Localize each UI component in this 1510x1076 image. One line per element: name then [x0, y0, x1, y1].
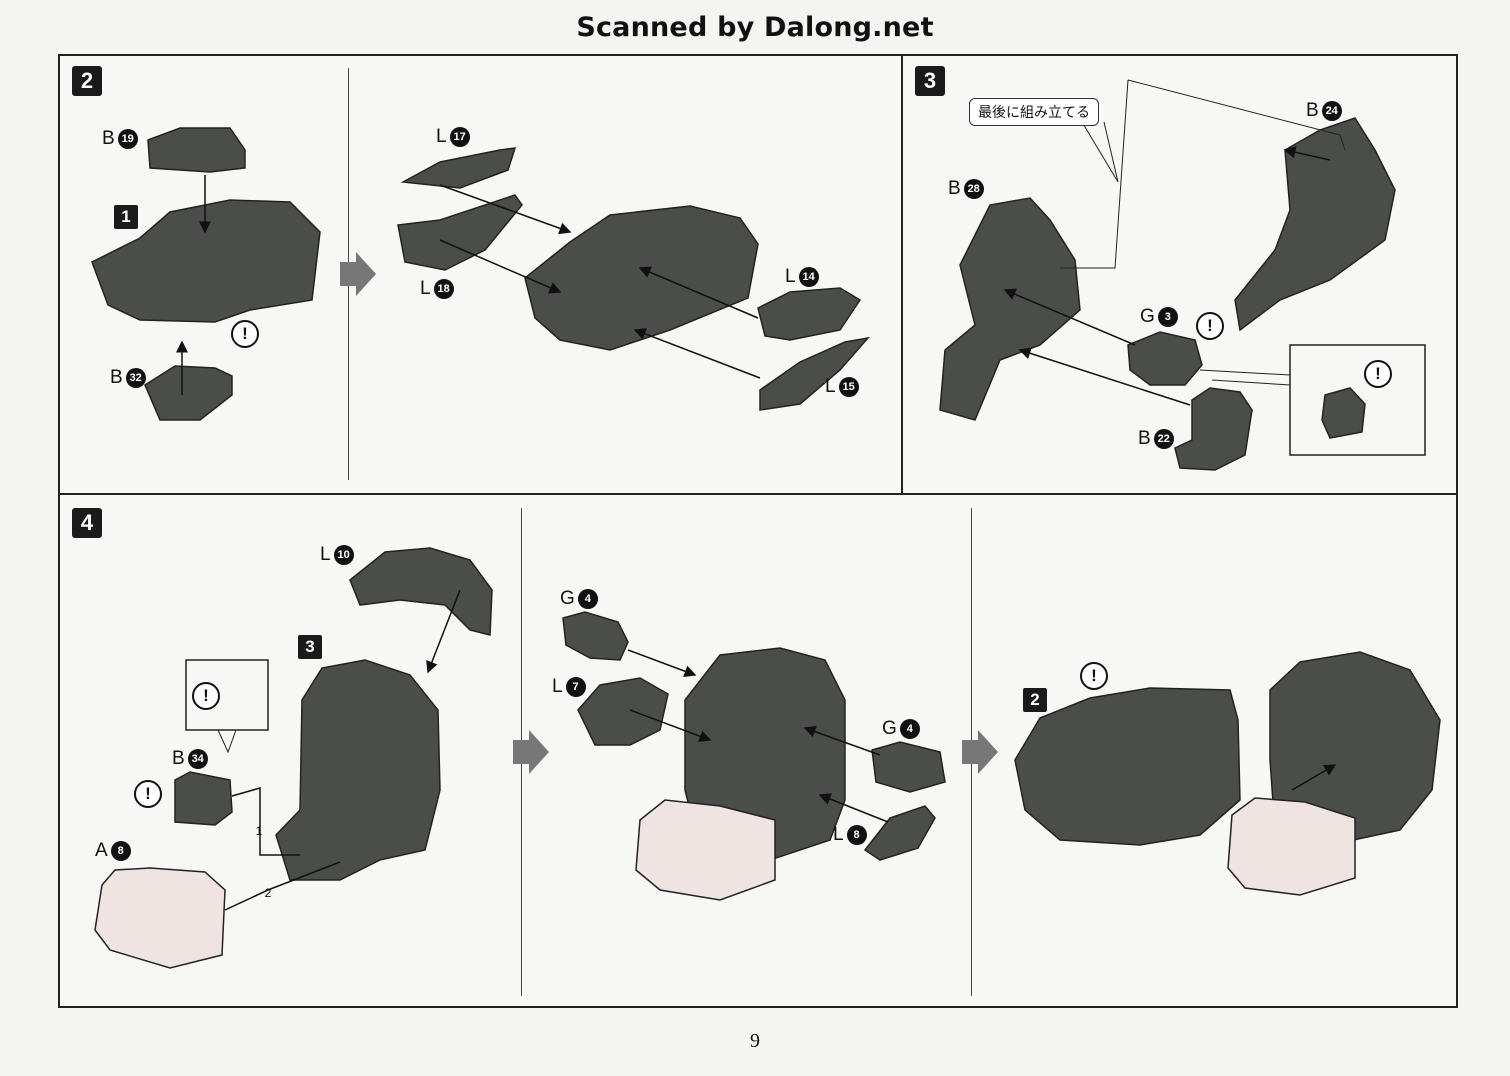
- scan-credit-header: Scanned by Dalong.net: [576, 12, 934, 43]
- warning-icon: !: [1080, 662, 1108, 690]
- part-l8-shape: [863, 805, 936, 861]
- page-number: 9: [750, 1030, 760, 1052]
- step-4-badge: 4: [72, 508, 102, 538]
- part-b32-shape: [144, 365, 233, 421]
- part-a8-final-shape: [1227, 797, 1356, 896]
- order-marker-2: 2: [264, 886, 272, 900]
- warning-icon: !: [231, 320, 259, 348]
- part-l14-shape: [757, 287, 862, 341]
- part-g4a-shape: [562, 611, 629, 661]
- subassembly-1-badge: 1: [114, 205, 138, 229]
- part-b34-shape: [174, 771, 233, 826]
- part-a8-shape: [94, 867, 226, 969]
- transition-arrow-step2: [340, 252, 376, 296]
- part-g3-shape: [1127, 331, 1203, 386]
- inset-callout-box: [1289, 344, 1426, 456]
- part-l10-shape: [349, 547, 493, 636]
- part-l18-shape: [397, 194, 523, 271]
- subassembly-2-badge: 2: [1023, 688, 1047, 712]
- warning-icon: !: [134, 780, 162, 808]
- part-l17-shape: [400, 147, 517, 189]
- part-l15-shape: [759, 336, 870, 411]
- part-b28-shape: [939, 197, 1081, 421]
- part-g4b-shape: [871, 741, 946, 793]
- inset-part-shape: [1321, 387, 1366, 439]
- part-b19-shape: [147, 127, 246, 173]
- step2-step3-divider: [901, 54, 903, 494]
- assembly-3-shape: [275, 659, 441, 881]
- transition-arrow-step4b: [962, 730, 998, 774]
- body-assembly-2-shape: [524, 205, 759, 351]
- part-l7-shape: [577, 677, 669, 746]
- warning-icon: !: [192, 682, 220, 710]
- body-assembly-shape: [91, 199, 321, 323]
- step-3-badge: 3: [915, 66, 945, 96]
- part-b22-shape: [1174, 387, 1253, 471]
- b34-inset-box: [185, 659, 269, 731]
- transition-arrow-step4a: [513, 730, 549, 774]
- step-2-badge: 2: [72, 66, 102, 96]
- part-a8-installed-shape: [635, 799, 776, 901]
- row-divider: [58, 493, 1458, 495]
- warning-icon: !: [1196, 312, 1224, 340]
- warning-icon: !: [1364, 360, 1392, 388]
- assemble-last-note: 最後に組み立てる: [969, 98, 1099, 126]
- part-b24-shape: [1234, 117, 1396, 332]
- order-marker-1: 1: [255, 824, 263, 838]
- assembly-2-final-shape: [1014, 687, 1241, 846]
- subassembly-3-badge: 3: [298, 635, 322, 659]
